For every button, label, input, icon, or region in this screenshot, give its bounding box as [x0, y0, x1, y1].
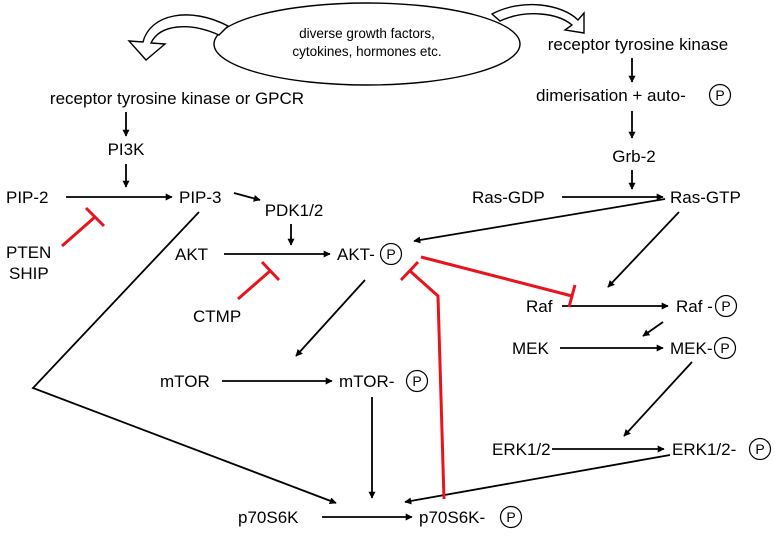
node-rtk: receptor tyrosine kinase	[548, 35, 728, 54]
svg-text:P: P	[721, 298, 730, 314]
arrow-raf-p-to-mek	[642, 321, 664, 337]
node-raf: Raf	[526, 297, 553, 316]
source-text-line1: diverse growth factors,	[299, 26, 435, 41]
inhibit-p70s6k-feedback	[399, 260, 446, 500]
phospho-icon: P	[499, 505, 523, 529]
svg-text:P: P	[720, 340, 729, 356]
source-text-line2: cytokines, hormones etc.	[292, 44, 441, 59]
svg-text:P: P	[412, 373, 421, 389]
phospho-icon: P	[713, 336, 737, 360]
inhibit-ctmp	[237, 260, 281, 301]
node-dimerisation: dimerisation + auto-	[536, 86, 686, 105]
inhibit-akt-to-raf	[420, 255, 577, 308]
activation-arrows	[31, 58, 693, 521]
inhibit-pten-ship	[61, 206, 106, 248]
node-grb2: Grb-2	[612, 147, 655, 166]
node-akt: AKT	[175, 245, 208, 264]
node-pip3: PIP-3	[179, 188, 222, 207]
node-pten: PTEN	[6, 243, 51, 262]
arrow-pip3-to-pdk12	[233, 192, 261, 202]
arrow-pip3-to-p70s6k	[31, 211, 337, 505]
node-akt-p: AKT-	[337, 245, 375, 264]
svg-text:P: P	[386, 246, 395, 262]
node-raf-p: Raf -	[676, 297, 713, 316]
node-erk-p: ERK1/2-	[672, 440, 736, 459]
arrow-akt-to-mtor	[295, 279, 366, 357]
node-p70s6k-p: p70S6K-	[419, 508, 485, 527]
curved-arrow-right-icon	[490, 3, 585, 34]
inhibition-arrows	[61, 206, 577, 500]
curved-arrow-left-icon	[127, 14, 230, 61]
node-pip2: PIP-2	[6, 188, 49, 207]
node-erk: ERK1/2	[492, 440, 551, 459]
node-ras-gtp: Ras-GTP	[670, 188, 741, 207]
svg-text:P: P	[755, 441, 764, 457]
phospho-icon: P	[708, 83, 732, 107]
node-ras-gdp: Ras-GDP	[472, 188, 545, 207]
svg-text:P: P	[506, 509, 515, 525]
node-pdk12: PDK1/2	[265, 201, 324, 220]
node-mek: MEK	[512, 339, 550, 358]
arrow-rasgtp-to-akt	[413, 198, 666, 244]
phospho-icon: P	[714, 294, 738, 318]
node-pi3k: PI3K	[108, 140, 146, 159]
arrow-rasgtp-to-raf	[607, 211, 680, 288]
phospho-icon: P	[405, 369, 429, 393]
node-mtor: mTOR	[160, 372, 210, 391]
node-mek-p: MEK-	[670, 339, 713, 358]
phospho-icon: P	[748, 437, 772, 461]
node-rtk-gpcr: receptor tyrosine kinase or GPCR	[50, 89, 304, 108]
arrow-erk-p-to-p70s6k	[404, 454, 671, 505]
node-ctmp: CTMP	[193, 307, 241, 326]
source-oval	[213, 2, 521, 86]
node-ship: SHIP	[9, 264, 49, 283]
node-mtor-p: mTOR-	[339, 372, 394, 391]
node-p70s6k: p70S6K	[238, 508, 299, 527]
arrow-mek-p-to-erk	[623, 361, 693, 437]
phospho-icon: P	[379, 242, 403, 266]
svg-text:P: P	[715, 87, 724, 103]
